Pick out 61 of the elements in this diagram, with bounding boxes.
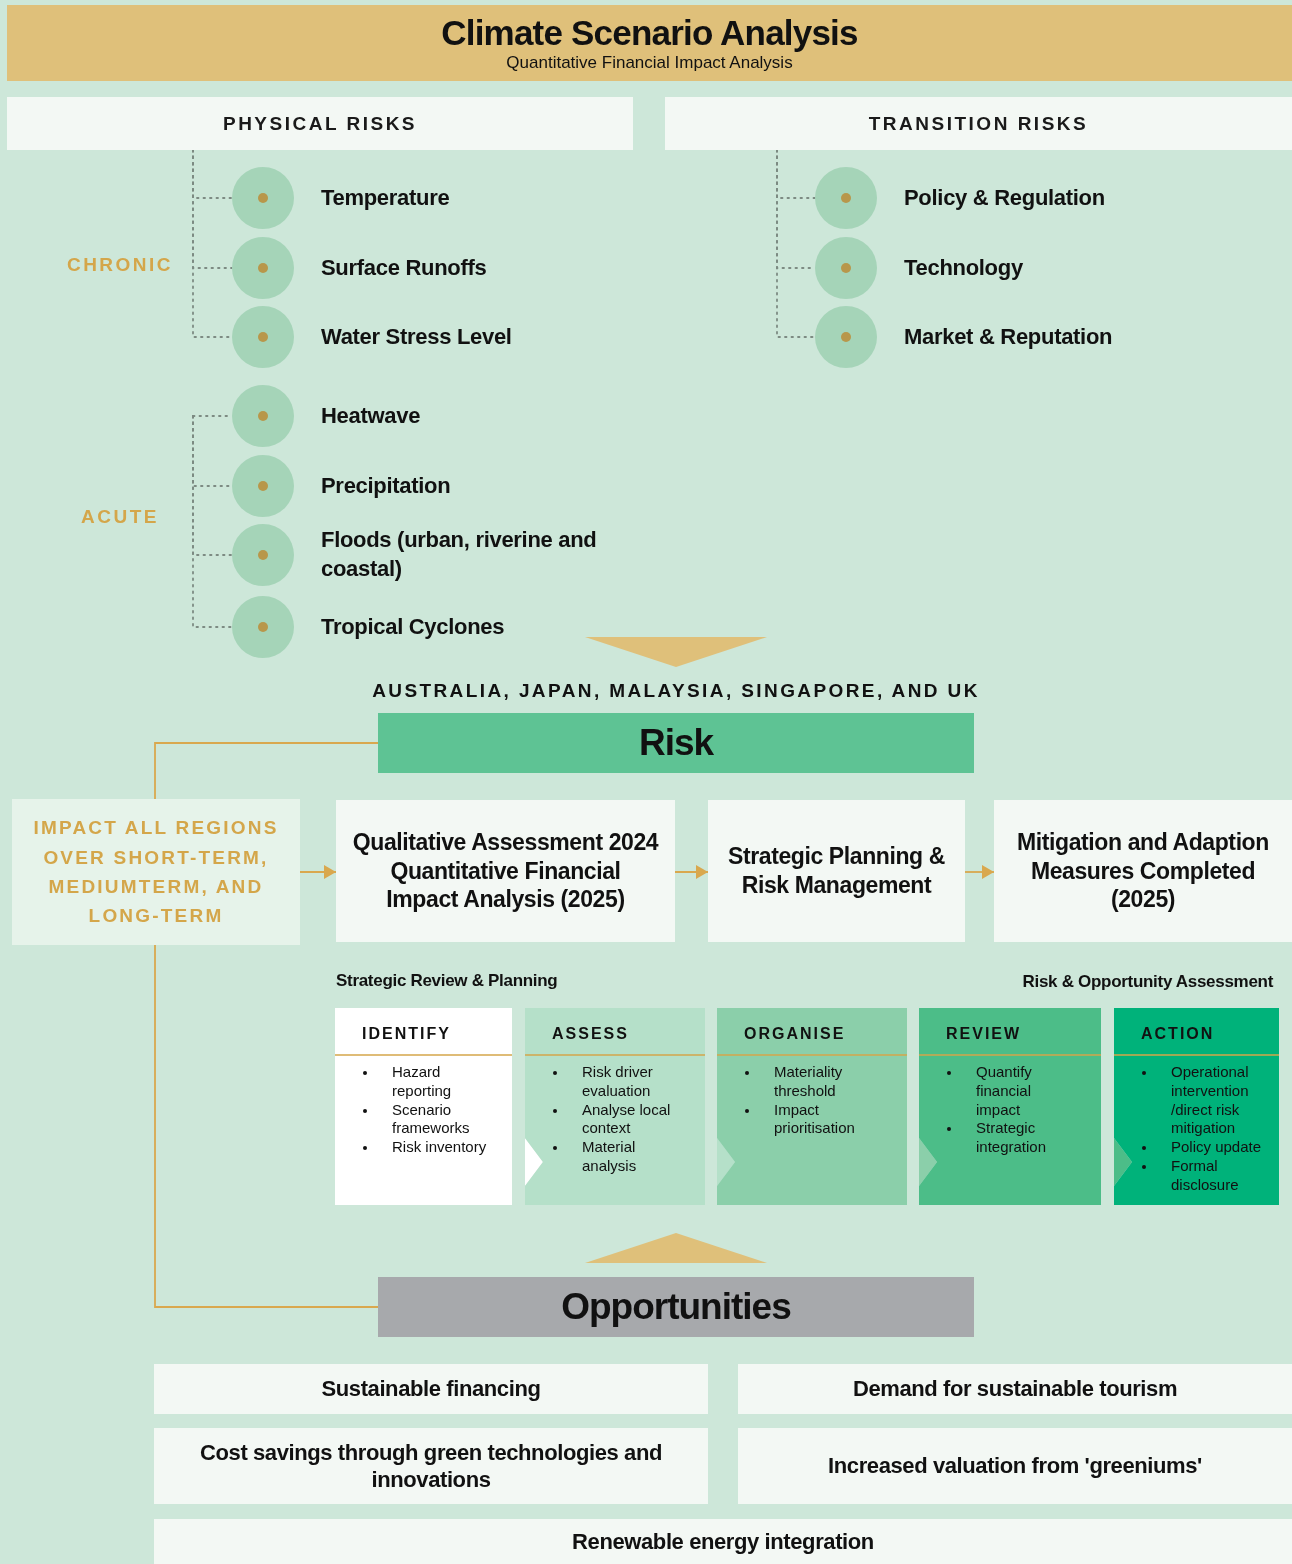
stage-panel: [919, 1008, 1101, 1205]
category-banner: Risk: [378, 713, 974, 773]
risk-factor: Heatwave: [321, 401, 422, 430]
bracket-line: [154, 742, 379, 800]
arrow: [674, 865, 709, 879]
process-box: Renewable energy integration: [154, 1519, 1292, 1564]
risk-factor: Market & Reputation: [904, 322, 1114, 351]
risk-factor: Policy & Regulation: [904, 183, 1106, 212]
list-item: Materiality threshold: [774, 1063, 874, 1101]
process-box: Sustainable financing: [154, 1364, 708, 1414]
arrow: [964, 865, 995, 879]
list-item: Material analysis: [582, 1138, 680, 1176]
stage-panel: [1114, 1008, 1279, 1205]
risk-factor: Floods (urban, riverine and coastal): [321, 526, 598, 583]
list-item: Risk inventory: [392, 1138, 500, 1157]
list-item: Impact prioritisation: [774, 1100, 874, 1138]
category-banner: Opportunities: [378, 1277, 974, 1337]
stage-panel: [717, 1008, 907, 1205]
risk-factor: Surface Runoffs: [321, 253, 488, 282]
process-box: Strategic Planning & Risk Management: [708, 800, 965, 942]
chevron-arrow: [585, 637, 767, 667]
stage-heading: ACTION: [1141, 1025, 1215, 1043]
note-box: IMPACT ALL REGIONS OVER SHORT-TERM, MEDIUMTERM, AND LONG-TERM: [12, 799, 300, 945]
risk-factor: Temperature: [321, 183, 451, 212]
dotted-connector: [776, 149, 816, 338]
process-box: Cost savings through green technologies and innovations: [154, 1428, 708, 1504]
category-label: CHRONIC: [65, 254, 175, 276]
process-box: Increased valuation from 'greeniums': [738, 1428, 1292, 1504]
stage-heading: REVIEW: [946, 1025, 1022, 1043]
title: Climate Scenario Analysis: [440, 13, 859, 53]
section-label: Risk & Opportunity Assessment: [1021, 972, 1273, 992]
list-item: Analyse local context: [582, 1100, 680, 1138]
list-item: Strategic integration: [976, 1119, 1058, 1157]
bracket-line: [154, 944, 379, 1308]
list-item: Policy update: [1171, 1138, 1271, 1157]
risk-factor: Water Stress Level: [321, 322, 513, 351]
list-item: Formal disclosure: [1171, 1156, 1271, 1195]
process-box: Demand for sustainable tourism: [738, 1364, 1292, 1414]
category-header: PHYSICAL RISKS: [7, 97, 633, 150]
subtitle: Quantitative Financial Impact Analysis: [505, 53, 794, 73]
process-box: Qualitative Assessment 2024 Quantitative Financial Impact Analysis (2025): [336, 800, 675, 942]
arrow: [299, 865, 337, 879]
dotted-connector: [192, 415, 233, 628]
category-header: TRANSITION RISKS: [665, 97, 1292, 150]
stage-heading: ASSESS: [552, 1025, 629, 1043]
list-item: Operational intervention /direct risk mitigation: [1171, 1063, 1271, 1138]
category-label: ACUTE: [80, 506, 160, 528]
risk-factor: Precipitation: [321, 471, 452, 500]
section-label: Strategic Review & Planning: [336, 971, 559, 991]
list-item: Scenario frameworks: [392, 1100, 500, 1138]
risk-factor: Technology: [904, 253, 1024, 282]
process-box: Mitigation and Adaption Measures Completed (2025): [994, 800, 1292, 942]
list-item: Hazard reporting: [392, 1063, 500, 1101]
stage-panel: [335, 1008, 512, 1205]
stage-panel: [525, 1008, 705, 1205]
list-item: Risk driver evaluation: [582, 1063, 680, 1101]
list-item: Quantify financial impact: [976, 1063, 1058, 1120]
risk-factor: Tropical Cyclones: [321, 612, 506, 641]
stage-heading: ORGANISE: [744, 1025, 846, 1043]
region-heading: AUSTRALIA, JAPAN, MALAYSIA, SINGAPORE, AND UK: [371, 680, 981, 702]
stage-heading: IDENTIFY: [362, 1025, 451, 1043]
